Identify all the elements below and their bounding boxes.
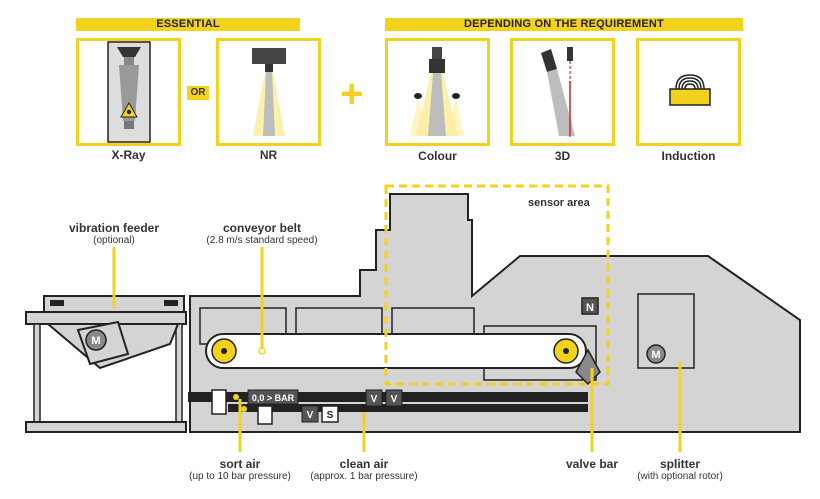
clean-air-label: clean air [339, 457, 389, 471]
feeder-foot-right [164, 300, 178, 306]
induction-card [636, 38, 741, 146]
splitter-sub: (with optional rotor) [637, 471, 723, 482]
valve-tag-box-2 [365, 389, 383, 407]
conveyor-belt-label: conveyor belt [222, 221, 302, 235]
splitter-label: splitter [659, 457, 700, 471]
sensor-area-outline [384, 184, 610, 386]
valve-bar-label: valve bar [565, 457, 619, 471]
feeder-foot-left [50, 300, 64, 306]
3d-sensor-icon [541, 47, 575, 137]
colour-sensor-icon [410, 47, 464, 136]
3d-card [510, 38, 615, 146]
valve-tag-box-3 [385, 389, 403, 407]
depending-band: DEPENDING ON THE REQUIREMENT [385, 18, 743, 31]
valve-tag-3: V [391, 394, 398, 405]
north-tag: N [586, 302, 594, 314]
colour-caption: Colour [418, 149, 457, 163]
nr-sensor-icon [252, 48, 286, 136]
or-badge: OR [187, 86, 209, 100]
valve-tag-1: V [307, 410, 314, 421]
pressure-gauge-box [247, 389, 299, 405]
sort-air-sub: (up to 10 bar pressure) [189, 471, 291, 482]
induction-sensor-icon [669, 74, 711, 106]
conveyor-belt-sub: (2.8 m/s standard speed) [206, 235, 318, 246]
splitter-motor-tag: M [651, 349, 660, 361]
clean-air-sub: (approx. 1 bar pressure) [310, 471, 418, 482]
machine-body [189, 193, 801, 433]
xray-card [76, 38, 181, 146]
feeder-base [25, 421, 187, 433]
feeder-bar [25, 311, 187, 325]
conveyor-belt-shape [205, 333, 587, 369]
switch-tag: S [327, 410, 334, 421]
feeder-motor-icon [85, 329, 107, 351]
plus-sign: + [340, 72, 364, 116]
valve-tag-box-1 [301, 405, 319, 423]
essential-band: ESSENTIAL [76, 18, 300, 31]
valve-bar-shape [575, 348, 601, 386]
feeder-motor-tag: M [91, 335, 100, 347]
induction-caption: Induction [661, 149, 716, 163]
regulator [257, 405, 273, 425]
feeder-leg-right [175, 323, 183, 425]
nr-caption: NR [259, 148, 278, 162]
vibration-feeder-label: vibration feeder [68, 221, 160, 235]
valve-tag-2: V [371, 394, 378, 405]
colour-card [385, 38, 490, 146]
feeder-leg-left [33, 323, 41, 425]
splitter-motor-icon [646, 344, 666, 364]
sort-air-valve [211, 389, 227, 415]
nr-card [216, 38, 321, 146]
vibration-feeder-sub: (optional) [93, 235, 135, 246]
pressure-gauge-tag: 0,0 > BAR [252, 393, 295, 403]
sensor-area-label: sensor area [528, 197, 590, 209]
north-tag-box [581, 297, 599, 315]
splitter-box [637, 293, 695, 369]
switch-tag-box [321, 405, 339, 423]
xray-sensor-icon [107, 41, 151, 143]
3d-caption: 3D [554, 149, 571, 163]
sort-air-label: sort air [219, 457, 261, 471]
xray-caption: X-Ray [111, 148, 146, 162]
air-pipe-lower [228, 404, 588, 412]
